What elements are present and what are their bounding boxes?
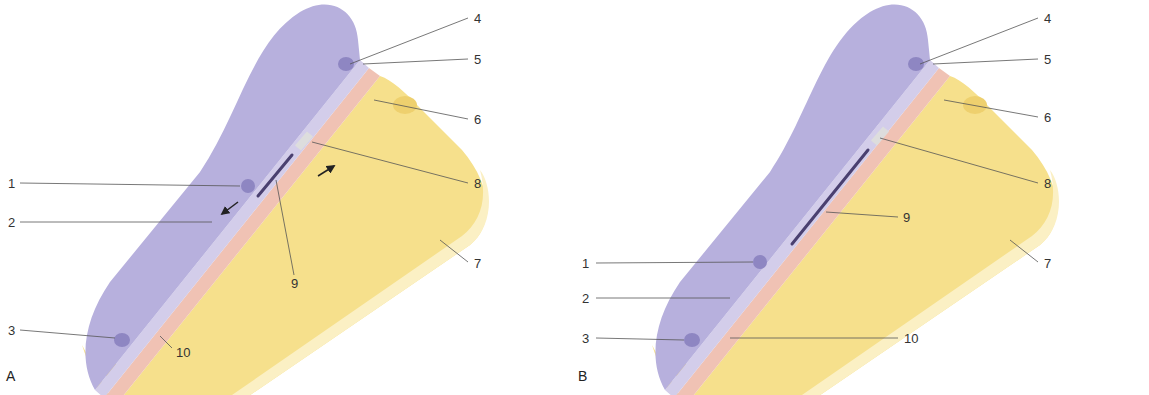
callout-number: 10 bbox=[904, 332, 918, 345]
groove bbox=[792, 150, 868, 244]
callout-number: 9 bbox=[903, 211, 910, 224]
callout-number: 3 bbox=[582, 332, 589, 345]
callout-number: 9 bbox=[291, 277, 298, 290]
callout-number: 6 bbox=[474, 113, 481, 126]
callout-number: 1 bbox=[8, 177, 15, 190]
dimple bbox=[753, 255, 767, 269]
groove bbox=[258, 155, 292, 196]
arrow bbox=[318, 166, 334, 176]
dimple bbox=[241, 179, 255, 193]
panel-a bbox=[82, 4, 489, 395]
callout-number: 7 bbox=[474, 257, 481, 270]
callout-number: 8 bbox=[474, 177, 481, 190]
leader-lines bbox=[20, 18, 1038, 348]
arrow bbox=[222, 202, 238, 214]
callout-number: 4 bbox=[474, 12, 481, 25]
callout-number: 4 bbox=[1044, 12, 1051, 25]
grey-block bbox=[874, 129, 886, 143]
callout-number: 3 bbox=[8, 324, 15, 337]
callout-number: 5 bbox=[474, 53, 481, 66]
callout-number: 7 bbox=[1044, 257, 1051, 270]
panel-b bbox=[652, 4, 1059, 395]
callout-number: 10 bbox=[176, 346, 190, 359]
callout-number: 6 bbox=[1044, 111, 1051, 124]
callout-number: 2 bbox=[8, 216, 15, 229]
callout-number: 2 bbox=[582, 292, 589, 305]
callout-number: 5 bbox=[1044, 53, 1051, 66]
callout-number: 8 bbox=[1044, 177, 1051, 190]
panel-letter: A bbox=[6, 369, 15, 383]
callout-number: 1 bbox=[582, 257, 589, 270]
panel-letter: B bbox=[578, 369, 587, 383]
grey-block bbox=[298, 134, 310, 148]
